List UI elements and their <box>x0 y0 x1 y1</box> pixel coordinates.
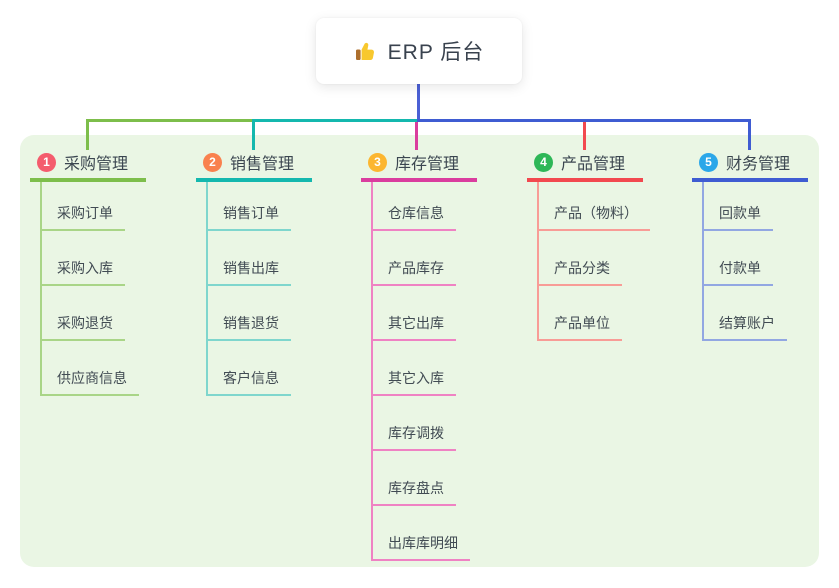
connector-drop-3 <box>415 122 418 150</box>
child-node[interactable]: 采购订单 <box>40 193 125 231</box>
connector-bus-segment-2 <box>252 119 420 122</box>
child-node[interactable]: 产品（物料） <box>537 193 650 231</box>
child-node[interactable]: 结算账户 <box>702 303 787 341</box>
branch-node-4[interactable]: 4 产品管理 <box>527 146 643 182</box>
connector-root-vertical <box>417 84 420 122</box>
connector-drop-4 <box>583 122 586 150</box>
branch-label: 财务管理 <box>726 156 791 173</box>
child-node[interactable]: 产品库存 <box>371 248 456 286</box>
connector-bus-segment-1 <box>86 119 255 122</box>
child-node[interactable]: 回款单 <box>702 193 773 231</box>
child-node[interactable]: 产品分类 <box>537 248 622 286</box>
child-node[interactable]: 采购退货 <box>40 303 125 341</box>
child-node[interactable]: 出库库明细 <box>371 523 470 561</box>
connector-drop-2 <box>252 119 255 150</box>
branch-number-badge: 4 <box>534 152 553 172</box>
branch-node-2[interactable]: 2 销售管理 <box>196 146 312 182</box>
child-node[interactable]: 产品单位 <box>537 303 622 341</box>
branch-number-badge: 5 <box>699 152 718 172</box>
branch-children-connector <box>537 182 539 341</box>
child-node[interactable]: 供应商信息 <box>40 358 139 396</box>
thumbs-up-icon <box>354 39 378 63</box>
branch-children-connector <box>206 182 208 396</box>
branch-node-1[interactable]: 1 采购管理 <box>30 146 146 182</box>
child-node[interactable]: 仓库信息 <box>371 193 456 231</box>
child-node[interactable]: 库存盘点 <box>371 468 456 506</box>
connector-drop-5 <box>748 119 751 150</box>
child-node[interactable]: 销售出库 <box>206 248 291 286</box>
child-node[interactable]: 库存调拨 <box>371 413 456 451</box>
branch-label: 采购管理 <box>64 156 129 173</box>
child-node[interactable]: 销售退货 <box>206 303 291 341</box>
branch-node-5[interactable]: 5 财务管理 <box>692 146 808 182</box>
child-node[interactable]: 销售订单 <box>206 193 291 231</box>
branch-label: 销售管理 <box>230 156 295 173</box>
branch-children-connector <box>40 182 42 396</box>
connector-drop-1 <box>86 119 89 150</box>
root-label: ERP 后台 <box>387 41 485 64</box>
child-node[interactable]: 付款单 <box>702 248 773 286</box>
branch-label: 产品管理 <box>561 156 626 173</box>
branch-children-connector <box>371 182 373 561</box>
child-node[interactable]: 采购入库 <box>40 248 125 286</box>
child-node[interactable]: 其它出库 <box>371 303 456 341</box>
branch-number-badge: 2 <box>203 152 222 172</box>
branch-number-badge: 3 <box>368 152 387 172</box>
map-panel <box>20 135 819 567</box>
child-node[interactable]: 其它入库 <box>371 358 456 396</box>
branch-number-badge: 1 <box>37 152 56 172</box>
root-node[interactable]: ERP 后台 <box>316 18 522 84</box>
child-node[interactable]: 客户信息 <box>206 358 291 396</box>
branch-children-connector <box>702 182 704 341</box>
connector-bus-segment-5 <box>417 119 751 122</box>
branch-node-3[interactable]: 3 库存管理 <box>361 146 477 182</box>
branch-label: 库存管理 <box>395 156 460 173</box>
